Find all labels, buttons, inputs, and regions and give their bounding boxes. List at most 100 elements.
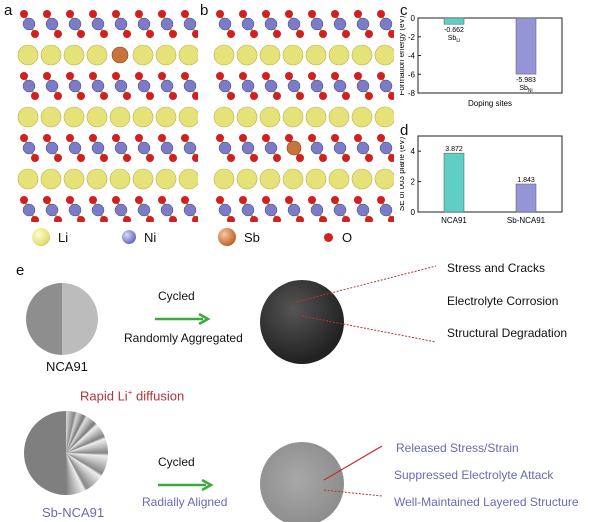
arrow-right-icon bbox=[158, 479, 214, 491]
o-atom bbox=[77, 216, 85, 222]
ni-atom bbox=[356, 141, 370, 155]
li-atom bbox=[351, 44, 373, 66]
o-atom bbox=[342, 154, 350, 162]
o-atom bbox=[239, 10, 247, 18]
rapid-li-diffusion-label: Rapid Li+ diffusion bbox=[80, 388, 185, 404]
o-atom bbox=[342, 216, 350, 222]
ni-atom bbox=[287, 79, 301, 93]
o-atom bbox=[216, 10, 224, 18]
value-label: 3.872 bbox=[445, 146, 463, 153]
o-atom bbox=[66, 10, 74, 18]
randomly-aggregated-label: Randomly Aggregated bbox=[124, 331, 243, 345]
o-atom bbox=[169, 216, 177, 222]
o-atom bbox=[308, 196, 316, 204]
o-atom bbox=[20, 72, 28, 80]
o-atom bbox=[123, 30, 131, 38]
panel-label-b: b bbox=[200, 2, 209, 19]
crystal-structure-ni-doped bbox=[213, 10, 394, 222]
o-atom bbox=[273, 154, 281, 162]
li-atom bbox=[305, 168, 327, 190]
effect-layered-structure: Well-Maintained Layered Structure bbox=[394, 495, 579, 509]
ni-atom bbox=[68, 141, 82, 155]
o-atom bbox=[100, 154, 108, 162]
ni-atom bbox=[333, 141, 347, 155]
o-atom bbox=[388, 92, 394, 100]
o-atom bbox=[66, 134, 74, 142]
o-atom bbox=[388, 154, 394, 162]
ni-atom bbox=[287, 17, 301, 31]
bar bbox=[515, 183, 537, 213]
o-atom bbox=[66, 72, 74, 80]
o-atom bbox=[77, 154, 85, 162]
li-atom bbox=[132, 168, 154, 190]
value-label: -5.983 bbox=[516, 77, 536, 84]
li-atom bbox=[236, 168, 258, 190]
ni-atom bbox=[137, 203, 151, 217]
li-atom bbox=[305, 106, 327, 128]
o-atom bbox=[227, 216, 235, 222]
ni-atom bbox=[218, 141, 232, 155]
y-tick-label: -6 bbox=[408, 70, 416, 79]
ni-atom bbox=[218, 203, 232, 217]
o-atom bbox=[31, 216, 39, 222]
ni-atom bbox=[160, 141, 174, 155]
li-atom bbox=[305, 44, 327, 66]
ni-atom bbox=[379, 17, 393, 31]
li-atom bbox=[40, 44, 62, 66]
x-tick-label: Sb-NCA91 bbox=[507, 216, 546, 225]
ni-atom bbox=[91, 203, 105, 217]
ni-atom bbox=[379, 141, 393, 155]
o-atom bbox=[273, 30, 281, 38]
effect-structural-degradation: Structural Degradation bbox=[447, 326, 568, 340]
ni-atom bbox=[241, 17, 255, 31]
y-tick-label: 2 bbox=[411, 178, 416, 187]
li-atom bbox=[374, 44, 394, 66]
o-atom bbox=[100, 216, 108, 222]
ni-atom bbox=[356, 17, 370, 31]
ni-atom bbox=[91, 17, 105, 31]
o-atom bbox=[181, 196, 189, 204]
o-atom bbox=[331, 10, 339, 18]
o-atom bbox=[354, 72, 362, 80]
panel-label-c: c bbox=[400, 2, 408, 19]
o-atom bbox=[250, 30, 258, 38]
panel-label-a: a bbox=[4, 2, 13, 19]
o-atom bbox=[331, 72, 339, 80]
o-atom bbox=[146, 92, 154, 100]
o-atom bbox=[146, 154, 154, 162]
sb-nca91-label: Sb-NCA91 bbox=[42, 505, 105, 520]
ni-atom bbox=[264, 141, 278, 155]
li-atom bbox=[155, 44, 177, 66]
o-atom bbox=[135, 72, 143, 80]
li-atom bbox=[155, 168, 177, 190]
value-label: -0.662 bbox=[444, 27, 464, 34]
o-atom bbox=[377, 10, 385, 18]
o-atom bbox=[181, 134, 189, 142]
o-atom bbox=[146, 30, 154, 38]
ni-atom bbox=[356, 79, 370, 93]
ni-atom bbox=[160, 17, 174, 31]
legend-sb: Sb bbox=[244, 230, 260, 245]
cycled-sb-nca91-image bbox=[260, 442, 344, 522]
o-atom bbox=[296, 216, 304, 222]
ni-atom bbox=[241, 79, 255, 93]
o-atom bbox=[112, 10, 120, 18]
ni-atom bbox=[114, 17, 128, 31]
ni-atom bbox=[264, 79, 278, 93]
ni-atom bbox=[310, 79, 324, 93]
li-atom bbox=[213, 106, 235, 128]
o-atom bbox=[54, 92, 62, 100]
o-atom bbox=[100, 92, 108, 100]
o-atom bbox=[112, 134, 120, 142]
ni-atom bbox=[379, 203, 393, 217]
o-atom bbox=[216, 196, 224, 204]
o-atom bbox=[250, 216, 258, 222]
ni-atom bbox=[137, 141, 151, 155]
ni-atom bbox=[68, 203, 82, 217]
li-atom bbox=[17, 44, 39, 66]
o-atom bbox=[308, 72, 316, 80]
ni-atom bbox=[91, 79, 105, 93]
o-atom bbox=[296, 92, 304, 100]
li-atom bbox=[132, 106, 154, 128]
o-atom bbox=[262, 10, 270, 18]
